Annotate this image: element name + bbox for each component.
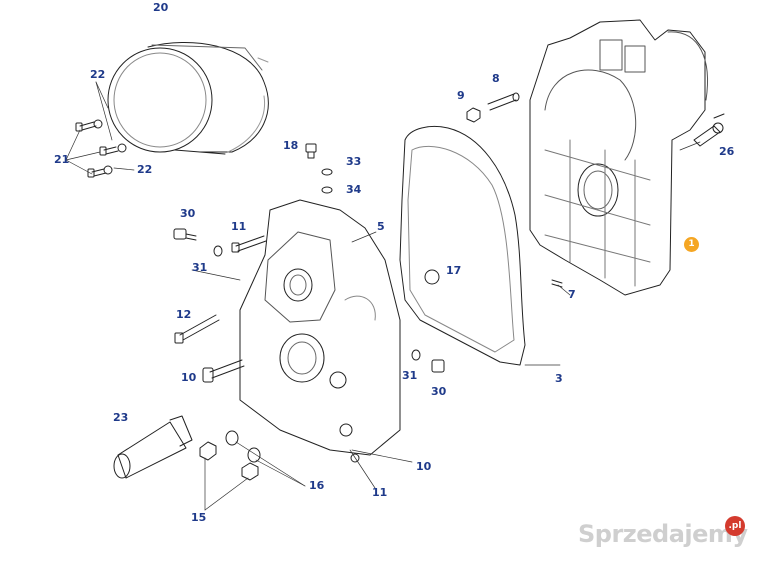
bolt-part-11 xyxy=(231,235,267,253)
watermark-text: Sprzedajemy xyxy=(578,520,748,548)
plug-part-30 xyxy=(173,228,197,241)
bolt-part-10 xyxy=(202,359,245,383)
callout-9: 9 xyxy=(457,89,465,102)
leader-lines xyxy=(65,81,701,511)
stud-part-8 xyxy=(487,92,520,111)
housing-part-1 xyxy=(529,19,708,296)
washer-part-31b xyxy=(411,349,421,361)
callout-17: 17 xyxy=(446,264,462,277)
callout-31: 31 xyxy=(402,369,418,382)
callout-11: 11 xyxy=(231,220,247,233)
callout-22: 22 xyxy=(90,68,106,81)
plug-part-18 xyxy=(305,143,317,159)
washer-part-33 xyxy=(321,168,333,176)
callout-22: 22 xyxy=(137,163,153,176)
bolt-part-12 xyxy=(174,314,220,344)
callout-7: 7 xyxy=(568,288,576,301)
callout-16: 16 xyxy=(309,479,325,492)
callout-12: 12 xyxy=(176,308,192,321)
drum-part-20 xyxy=(107,42,269,155)
callout-31: 31 xyxy=(192,261,208,274)
cone-part-23 xyxy=(113,415,193,479)
part-1-badge: 1 xyxy=(684,237,699,252)
cover-part-5 xyxy=(239,199,401,463)
callout-26: 26 xyxy=(719,145,735,158)
gasket-part-3 xyxy=(399,126,526,366)
callout-21: 21 xyxy=(54,153,70,166)
plugs-part-15 xyxy=(199,441,259,481)
callout-34: 34 xyxy=(346,183,362,196)
watermark-logo: .pl xyxy=(725,516,745,536)
bolts-part-21 xyxy=(75,119,127,178)
callout-33: 33 xyxy=(346,155,362,168)
pin-part-7 xyxy=(551,279,563,288)
rings-part-16 xyxy=(225,430,261,463)
callout-5: 5 xyxy=(377,220,385,233)
callout-20: 20 xyxy=(153,1,169,14)
callout-23: 23 xyxy=(113,411,129,424)
callout-30: 30 xyxy=(431,385,447,398)
callout-18: 18 xyxy=(283,139,299,152)
sensor-part-26 xyxy=(693,113,725,147)
ring-part-34 xyxy=(321,186,333,194)
washer-part-31 xyxy=(213,245,223,257)
callout-8: 8 xyxy=(492,72,500,85)
callout-10: 10 xyxy=(416,460,432,473)
callout-10: 10 xyxy=(181,371,197,384)
callout-11: 11 xyxy=(372,486,388,499)
callout-3: 3 xyxy=(555,372,563,385)
callout-15: 15 xyxy=(191,511,207,524)
plug-part-30b xyxy=(431,359,445,373)
callout-30: 30 xyxy=(180,207,196,220)
nut-part-9 xyxy=(466,107,481,123)
